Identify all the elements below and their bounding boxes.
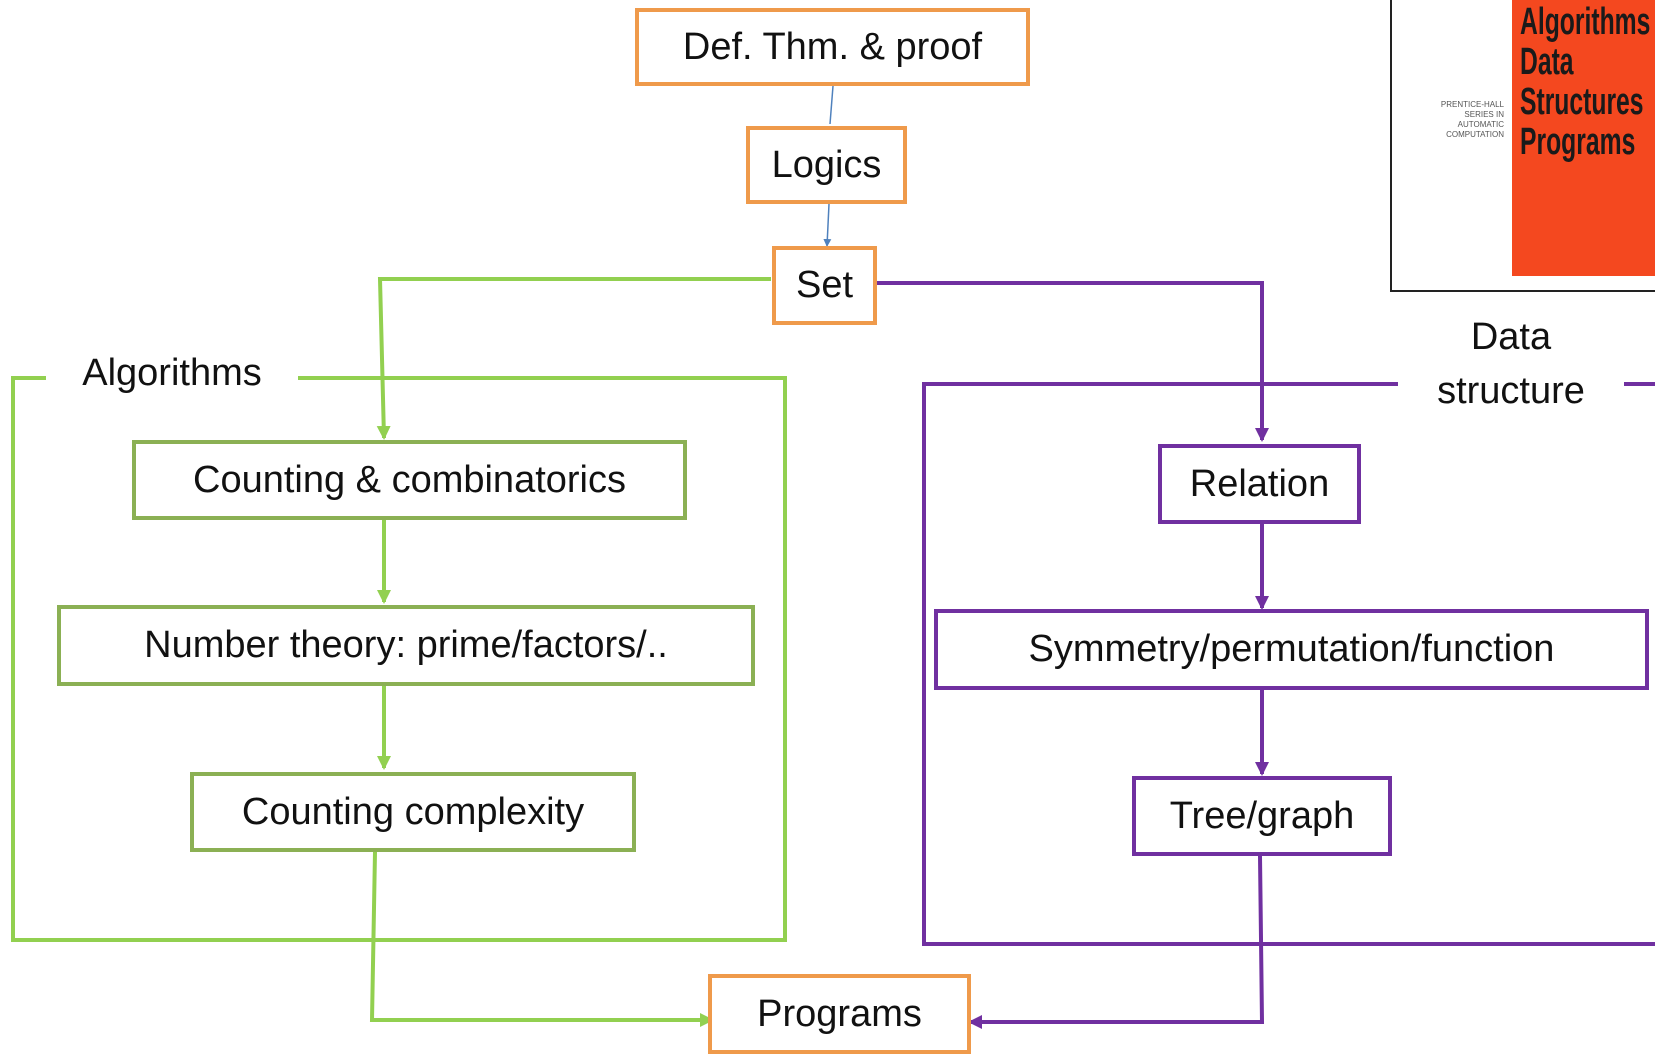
def-thm-proof-node: Def. Thm. & proof — [635, 8, 1030, 86]
counting-complexity-node: Counting complexity — [190, 772, 636, 852]
tree-graph-node: Tree/graph — [1132, 776, 1392, 856]
data-structure-frame — [922, 382, 1655, 946]
set-to-counting-arrow — [376, 277, 771, 440]
book-cover-red-panel — [1512, 0, 1655, 276]
book-cover-series-text: PRENTICE-HALL SERIES IN AUTOMATIC COMPUT… — [1440, 100, 1504, 139]
algorithms-group-label: Algorithms — [46, 346, 298, 400]
def-to-logics-line — [829, 85, 834, 125]
tree-to-programs-arrow — [968, 855, 1265, 1029]
book-cover-image: Algorithms Data Structures Programs PREN… — [1390, 0, 1655, 292]
set-to-relation-arrow — [877, 281, 1269, 442]
counting-combinatorics-node: Counting & combinatorics — [132, 440, 687, 520]
logics-node: Logics — [746, 126, 907, 204]
algorithms-frame — [11, 376, 787, 942]
relation-node: Relation — [1158, 444, 1361, 524]
logics-to-set-arrow — [823, 203, 832, 247]
book-cover-title: Algorithms Data Structures Programs — [1520, 1, 1651, 163]
number-theory-node: Number theory: prime/factors/.. — [57, 605, 755, 686]
programs-node: Programs — [708, 974, 971, 1054]
data-structure-group-label: Data structure — [1398, 310, 1624, 418]
symmetry-permutation-function-node: Symmetry/permutation/function — [934, 609, 1649, 690]
complexity-to-programs-arrow — [369, 851, 714, 1027]
set-node: Set — [772, 246, 877, 325]
